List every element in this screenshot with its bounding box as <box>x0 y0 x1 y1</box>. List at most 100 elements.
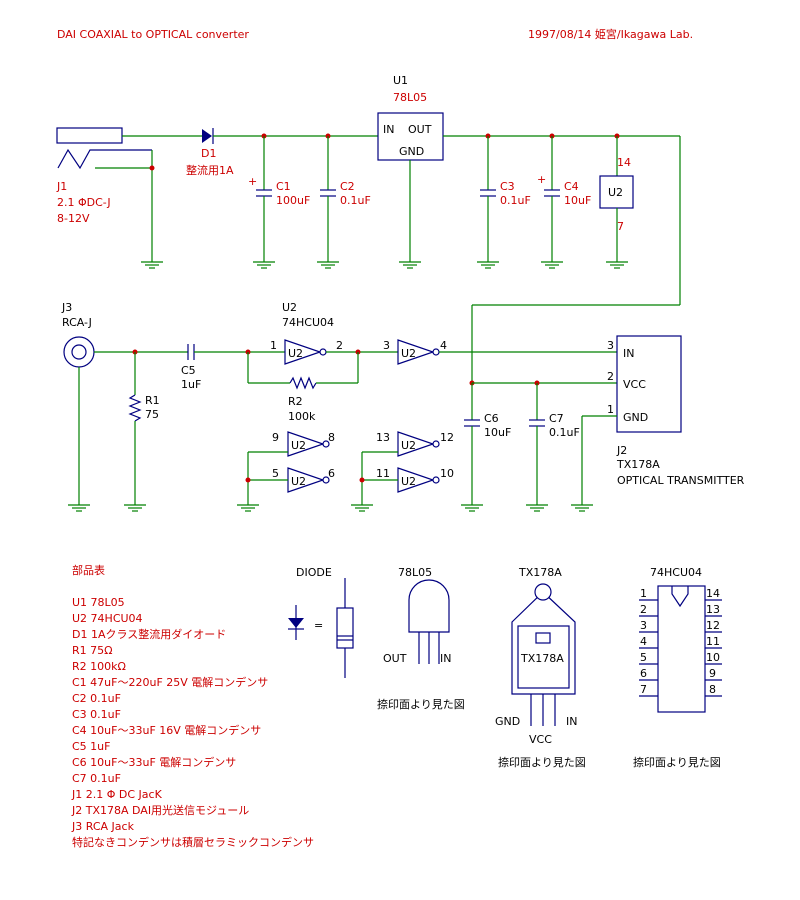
c2-value: 0.1uF <box>340 194 371 207</box>
dip14-body-icon <box>657 585 706 713</box>
j3-label: J3 <box>61 301 72 314</box>
u2-power-label: U2 <box>608 186 623 199</box>
svg-text:7: 7 <box>640 683 647 696</box>
dc-jack-contact <box>57 148 152 170</box>
j3-desc: RCA-J <box>62 316 92 329</box>
tx-title: TX178A <box>518 566 562 579</box>
ic-title: 74HCU04 <box>650 566 702 579</box>
r2-value: 100k <box>288 410 316 423</box>
tx-optical-port <box>535 632 551 644</box>
c3-label: C3 <box>500 180 515 193</box>
hcu04-pinout: 74HCU04 1 2 3 4 5 6 7 1 4 <box>633 566 722 769</box>
svg-text:1: 1 <box>640 587 647 600</box>
j2-in-label: IN <box>623 347 634 360</box>
svg-text:13: 13 <box>706 603 720 616</box>
reg-caption: 捺印面より見た図 <box>377 697 465 711</box>
ic-left-pins: 1 2 3 4 5 6 7 <box>639 587 658 697</box>
tx178a-pinout: TX178A TX178A GND IN VCC 捺印面より見た図 <box>495 566 586 769</box>
parts-list-item: J3 RCA Jack <box>71 820 135 833</box>
svg-text:U2: U2 <box>291 475 306 488</box>
diode-pinout: DIODE = <box>288 566 354 678</box>
resistor-r2 <box>289 376 317 390</box>
svg-text:6: 6 <box>640 667 647 680</box>
tx-in-label: IN <box>566 715 577 728</box>
c5-label: C5 <box>181 364 196 377</box>
c6-value: 10uF <box>484 426 511 439</box>
tx-vcc-label: VCC <box>529 733 552 746</box>
gate3-pin-out: 8 <box>328 431 335 444</box>
svg-text:3: 3 <box>640 619 647 632</box>
j2-pin1: 1 <box>607 403 614 416</box>
svg-text:12: 12 <box>706 619 720 632</box>
u1-part: 78L05 <box>393 91 427 104</box>
u1-in-pin: IN <box>383 123 394 136</box>
gate5-pin-in: 13 <box>376 431 390 444</box>
c1-label: C1 <box>276 180 291 193</box>
tx-mount-hole <box>534 583 552 601</box>
d1-label: D1 <box>201 147 216 160</box>
tx-gnd-label: GND <box>495 715 520 728</box>
c1-value: 100uF <box>276 194 310 207</box>
c5-value: 1uF <box>181 378 201 391</box>
parts-list-item: C5 1uF <box>72 740 110 753</box>
parts-list-item: R1 75Ω <box>72 644 113 657</box>
reg-out-label: OUT <box>383 652 407 665</box>
signal-section: J3 RCA-J R1 75 C5 1uF U2 74HCU04 U2 1 2 <box>61 301 745 512</box>
inverter-gate-1 <box>284 339 322 365</box>
inverter-gate-2 <box>397 339 435 365</box>
parts-list-item: J1 2.1 Φ DC JacK <box>71 788 163 801</box>
parts-list-item: C2 0.1uF <box>72 692 121 705</box>
svg-text:U2: U2 <box>401 347 416 360</box>
diode-equals: = <box>314 619 323 632</box>
j2-gnd-label: GND <box>623 411 648 424</box>
j2-part: TX178A <box>616 458 660 471</box>
tx-body-label: TX178A <box>520 652 564 665</box>
u2-part: 74HCU04 <box>282 316 334 329</box>
parts-list-item: R2 100kΩ <box>72 660 126 673</box>
c4-value: 10uF <box>564 194 591 207</box>
reg-in-label: IN <box>440 652 451 665</box>
inverter-gate-3 <box>287 431 325 457</box>
svg-text:U2: U2 <box>288 347 303 360</box>
j1-label: J1 <box>56 180 67 193</box>
gate1-pin-out: 2 <box>336 339 343 352</box>
gate2-pin-in: 3 <box>383 339 390 352</box>
parts-list-heading: 部品表 <box>72 563 105 577</box>
svg-text:U2: U2 <box>401 475 416 488</box>
to92-body-icon <box>408 579 450 633</box>
tx-caption: 捺印面より見た図 <box>498 755 586 769</box>
ic-caption: 捺印面より見た図 <box>633 755 721 769</box>
parts-list-item: C7 0.1uF <box>72 772 121 785</box>
gate6-pin-out: 10 <box>440 467 454 480</box>
ic-right-pins: 14 13 12 11 10 9 8 <box>705 587 722 697</box>
gate4-pin-out: 6 <box>328 467 335 480</box>
resistor-r1 <box>128 394 142 422</box>
parts-list-item: C1 47uF～220uF 25V 電解コンデンサ <box>72 675 268 689</box>
u2-label: U2 <box>282 301 297 314</box>
gate6-pin-in: 11 <box>376 467 390 480</box>
parts-list-item: U1 78L05 <box>72 596 125 609</box>
c4-label: C4 <box>564 180 579 193</box>
c4-plus: + <box>537 173 546 186</box>
j1-desc: 2.1 ΦDC-J <box>57 196 111 209</box>
diode-d1 <box>202 129 212 143</box>
u2-pin14: 14 <box>617 156 631 169</box>
svg-text:U2: U2 <box>291 439 306 452</box>
j2-label: J2 <box>616 444 627 457</box>
svg-text:10: 10 <box>706 651 720 664</box>
j2-pin2: 2 <box>607 370 614 383</box>
c2-label: C2 <box>340 180 355 193</box>
svg-text:4: 4 <box>640 635 647 648</box>
power-supply-section: J1 2.1 ΦDC-J 8-12V D1 整流用1A + C1 100uF C… <box>56 74 681 383</box>
parts-list: 部品表 U1 78L05 U2 74HCU04 D1 1Aクラス整流用ダイオード… <box>71 563 314 849</box>
parts-list-item: 特記なきコンデンサは積層セラミックコンデンサ <box>72 835 314 849</box>
gate5-pin-out: 12 <box>440 431 454 444</box>
optical-transmitter-j2 <box>616 335 682 433</box>
parts-list-item: C4 10uF～33uF 16V 電解コンデンサ <box>72 723 261 737</box>
parts-list-item: D1 1Aクラス整流用ダイオード <box>72 627 226 641</box>
c1-plus: + <box>248 175 257 188</box>
r1-label: R1 <box>145 394 160 407</box>
diode-body-icon <box>336 607 354 649</box>
gate1-pin-in: 1 <box>270 339 277 352</box>
